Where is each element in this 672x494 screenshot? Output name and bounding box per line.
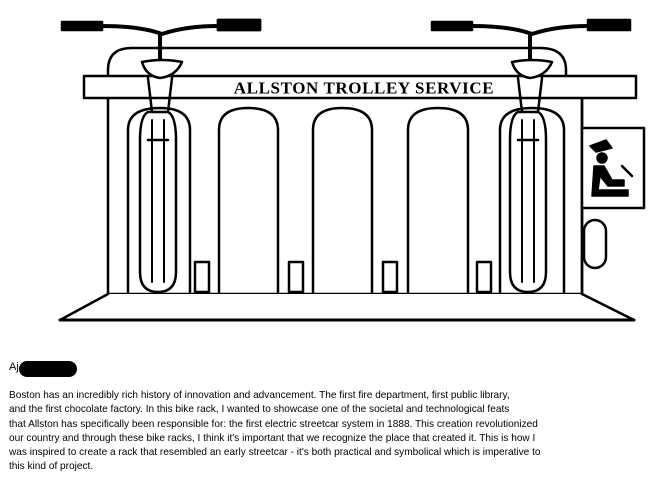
bicycle-left-icon [60,18,262,294]
trolley-bike-rack-illustration: ALLSTON TROLLEY SERVICE [58,18,646,322]
description-line: this kind of project. [9,461,94,473]
description-line: that Allston has specifically been respo… [9,418,538,430]
description-line: was inspired to create a rack that resem… [9,447,541,459]
author-name-prefix: Aj [9,361,19,373]
driver-sign-icon [589,139,634,197]
project-description: Boston has an incredibly rich history of… [9,389,665,475]
driver-sign [580,126,646,270]
author-name-redaction [19,361,77,377]
sign-text: ALLSTON TROLLEY SERVICE [234,79,494,98]
trolley-posts [193,260,493,294]
bicycle-right-icon [430,18,632,294]
description-line: and the first chocolate factory. In this… [9,404,510,416]
author-line: Aj [9,357,209,377]
description-line: Boston has an incredibly rich history of… [9,390,510,401]
trolley-sign: ALLSTON TROLLEY SERVICE [82,74,638,100]
trolley-base [58,292,636,322]
description-line: our country and through these bike racks… [9,432,536,444]
